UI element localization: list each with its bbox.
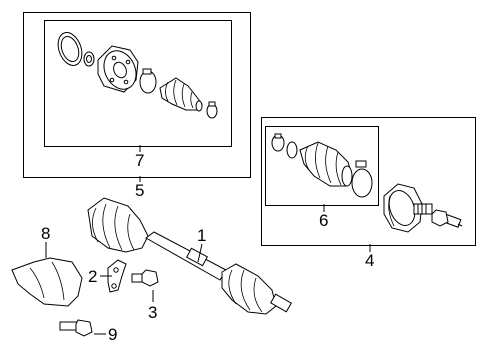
inner-clamp-small bbox=[271, 133, 285, 152]
inner-clamp-large bbox=[351, 160, 373, 198]
inner-cv-joint bbox=[383, 183, 433, 233]
callout-8: 8 bbox=[41, 224, 51, 243]
callout-6: 6 bbox=[319, 211, 329, 230]
callout-1: 1 bbox=[197, 226, 207, 245]
heat-shield bbox=[11, 257, 83, 307]
cv-boot-inner bbox=[299, 141, 353, 187]
callout-2: 2 bbox=[88, 267, 98, 286]
callout-4: 4 bbox=[365, 251, 375, 270]
inner-joint-bolt bbox=[431, 209, 463, 228]
seal-ring-large bbox=[57, 32, 83, 66]
callout-7: 7 bbox=[135, 151, 145, 170]
callout-3: 3 bbox=[148, 303, 158, 322]
cv-boot-outer bbox=[159, 77, 203, 112]
callout-9: 9 bbox=[108, 325, 118, 344]
shield-bolt bbox=[59, 319, 93, 337]
callout-5: 5 bbox=[135, 181, 145, 200]
inner-ring bbox=[286, 141, 298, 159]
bracket bbox=[107, 259, 127, 293]
axle-shaft bbox=[87, 197, 292, 315]
cv-joint-housing bbox=[97, 45, 139, 93]
bracket-bolt bbox=[131, 269, 159, 287]
washer-small bbox=[83, 51, 95, 67]
boot-clamp-large bbox=[139, 68, 157, 94]
leader-1 bbox=[197, 243, 203, 263]
boot-clamp-small bbox=[206, 101, 218, 119]
